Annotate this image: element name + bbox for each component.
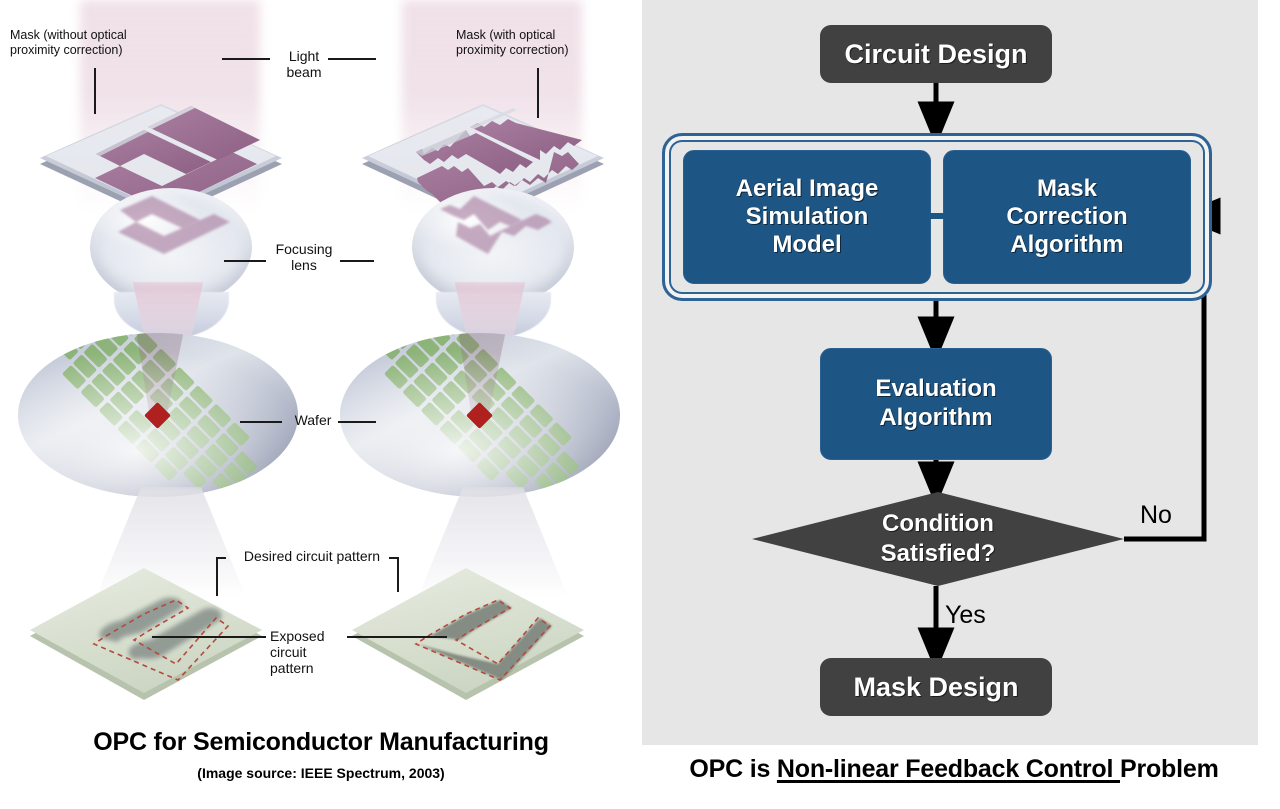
caption-prefix: OPC is xyxy=(689,755,777,783)
edge-label-yes: Yes xyxy=(945,601,986,629)
edge-label-no: No xyxy=(1140,501,1172,529)
left-panel-source-note: (Image source: IEEE Spectrum, 2003) xyxy=(197,765,445,781)
flowchart-connectors xyxy=(917,83,1221,673)
leader-mask-without-opc xyxy=(94,68,96,114)
leader-light-beam-left xyxy=(222,58,270,60)
focusing-lens-with-opc xyxy=(412,188,574,306)
label-focusing-lens: Focusing lens xyxy=(275,241,333,274)
caption-underlined-phrase: Non-linear Feedback Control xyxy=(776,755,1120,783)
label-mask-without-opc: Mask (without optical proximity correcti… xyxy=(10,28,127,57)
exposed-chip-with-opc xyxy=(352,568,584,700)
lithography-column-without-opc xyxy=(8,0,308,720)
label-wafer: Wafer xyxy=(294,412,332,428)
flow-node-mask-design[interactable]: Mask Design xyxy=(820,658,1052,716)
wafer-with-opc xyxy=(340,333,620,497)
leader-desired-left-horz xyxy=(216,557,226,559)
opc-flowchart-panel: Circuit Design Aerial Image Simulation M… xyxy=(642,0,1258,745)
right-panel-caption: OPC is Non-linear Feedback Control Probl… xyxy=(628,755,1280,784)
flow-node-aerial-image-simulation-model[interactable]: Aerial Image Simulation Model xyxy=(683,150,931,284)
leader-desired-left-vert xyxy=(216,558,218,596)
leader-exposed-left xyxy=(152,636,266,638)
label-exposed-circuit-pattern: Exposed circuit pattern xyxy=(270,628,325,677)
opc-lithography-diagram: Mask (without optical proximity correcti… xyxy=(0,0,642,720)
flow-node-mask-correction-algorithm[interactable]: Mask Correction Algorithm xyxy=(943,150,1191,284)
leader-wafer-right xyxy=(338,421,376,423)
flow-node-condition-satisfied[interactable]: Condition Satisfied? xyxy=(752,492,1124,586)
leader-mask-with-opc xyxy=(537,68,539,118)
leader-lens-left xyxy=(224,260,266,262)
connector-aerial-to-mask-correction xyxy=(930,213,945,219)
leader-desired-right-vert xyxy=(397,558,399,592)
left-panel-caption: OPC for Semiconductor Manufacturing xyxy=(93,728,549,756)
label-desired-circuit-pattern: Desired circuit pattern xyxy=(243,548,381,564)
diamond-label: Condition Satisfied? xyxy=(880,510,996,567)
caption-suffix: Problem xyxy=(1119,755,1219,783)
flow-node-circuit-design[interactable]: Circuit Design xyxy=(820,25,1052,83)
mask-plate-without-opc xyxy=(36,92,286,227)
flow-node-evaluation-algorithm[interactable]: Evaluation Algorithm xyxy=(820,348,1052,460)
mask-plate-with-opc xyxy=(358,92,608,227)
leader-lens-right xyxy=(340,260,374,262)
leader-light-beam-right xyxy=(328,58,376,60)
opc-illustration-panel: Mask (without optical proximity correcti… xyxy=(0,0,642,781)
lithography-column-with-opc xyxy=(330,0,630,720)
leader-exposed-right xyxy=(347,636,447,638)
label-mask-with-opc: Mask (with optical proximity correction) xyxy=(456,28,569,57)
leader-desired-right-horz xyxy=(389,557,399,559)
label-light-beam: Light beam xyxy=(286,48,322,81)
exposed-chip-without-opc xyxy=(30,568,262,700)
wafer-without-opc xyxy=(18,333,298,497)
leader-wafer-left xyxy=(240,421,282,423)
